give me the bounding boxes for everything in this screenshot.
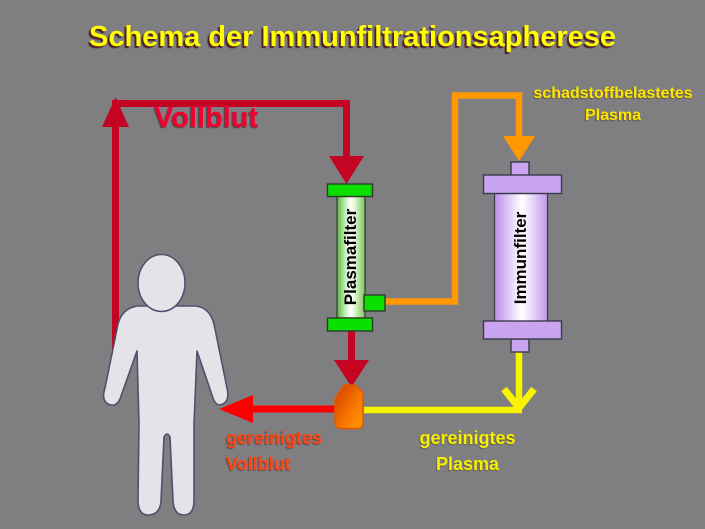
plasma-arrow-down-icon — [503, 136, 535, 161]
person-head — [137, 253, 186, 313]
contaminated-plasma-label-line1: schadstoffbelastetes — [533, 85, 693, 102]
plasmafilter-bottom-cap — [326, 317, 374, 332]
whole-blood-arrow-down-icon — [329, 156, 364, 184]
immunfilter-bottom-cap — [482, 320, 563, 340]
immunfilter-label: Immunfilter — [511, 211, 530, 305]
cleaned-plasma-line — [364, 352, 523, 414]
drip-chamber-bag — [334, 384, 364, 430]
cleaned-plasma-arrow-down-icon — [501, 386, 537, 414]
filtered-blood-arrow-down-icon — [334, 360, 369, 387]
slide-title: Schema der Immunfiltrationsapherese — [89, 21, 616, 53]
immunfilter-bottom-nozzle — [510, 338, 530, 353]
immunfilter-top-nozzle — [510, 161, 530, 177]
whole-blood-label: Vollblut — [154, 102, 259, 134]
plasma-line — [384, 92, 523, 305]
plasmafilter-outlet-nozzle — [363, 294, 386, 312]
cleaned-blood-label-line1: gereinigtes — [226, 428, 323, 448]
person-body — [102, 305, 229, 516]
plasmafilter-body — [336, 195, 366, 319]
contaminated-plasma-label: schadstoffbelastetes Plasma — [523, 83, 703, 127]
contaminated-plasma-label-line2: Plasma — [584, 107, 642, 124]
cleaned-plasma-label-line1: gereinigtes — [419, 428, 516, 448]
cleaned-blood-arrow-left-icon — [219, 395, 253, 423]
whole-blood-arrow-up-icon — [102, 97, 129, 127]
plasmafilter-label: Plasmafilter — [341, 208, 360, 306]
immunfilter-top-cap — [482, 174, 563, 195]
immunfilter-body — [493, 192, 549, 323]
cleaned-plasma-label-line2: Plasma — [435, 454, 500, 474]
cleaned-blood-label-line2: Vollblut — [226, 454, 291, 474]
cleaned-plasma-label: gereinigtes Plasma — [400, 425, 535, 477]
plasmafilter-top-cap — [326, 183, 374, 198]
whole-blood-line — [112, 100, 350, 375]
cleaned-blood-label: gereinigtes Vollblut — [226, 425, 322, 477]
